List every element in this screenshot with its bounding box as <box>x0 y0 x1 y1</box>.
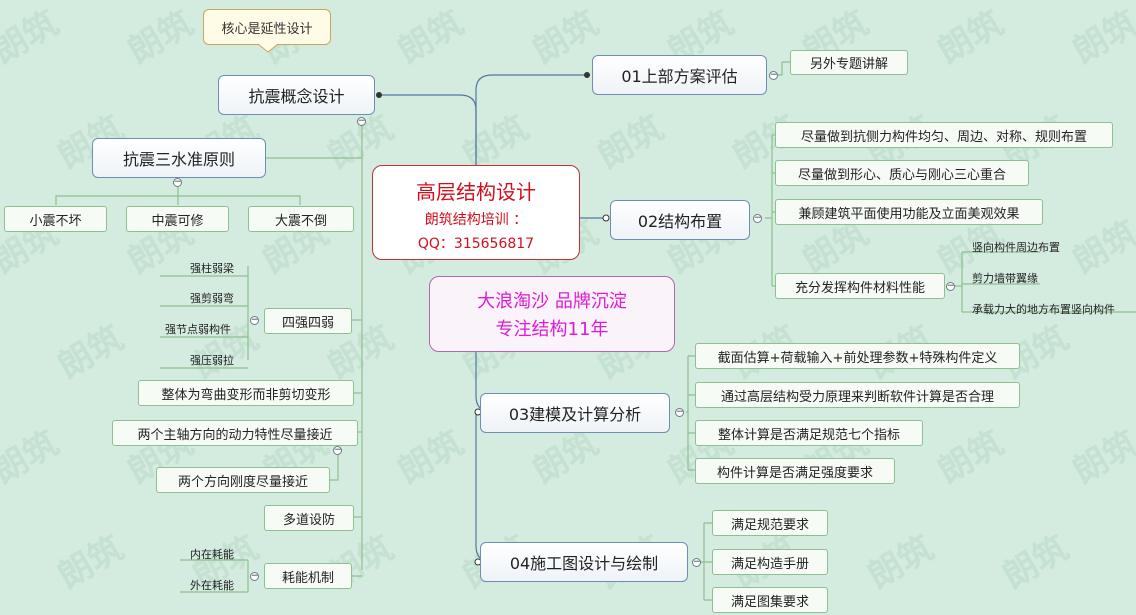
leaf-principle-check[interactable]: 通过高层结构受力原理来判断软件计算是否合理 <box>695 382 1020 408</box>
collapse-toggle-icon[interactable]: − <box>946 281 955 291</box>
leaf-moderate-quake[interactable]: 中震可修 <box>126 206 229 232</box>
connector <box>330 450 339 481</box>
topic-01-scheme[interactable]: 01上部方案评估 <box>592 55 767 95</box>
leaf-four-strong[interactable]: 四强四弱 <box>264 308 352 334</box>
leaf-wall-flange[interactable]: 剪力墙带翼缘 <box>972 272 1038 285</box>
leaf-strong-shear[interactable]: 强剪弱弯 <box>190 292 234 305</box>
leaf-section-estimation[interactable]: 截面估算+荷载输入+前处理参数+特殊构件定义 <box>695 343 1020 369</box>
leaf-vertical-perimeter[interactable]: 竖向构件周边布置 <box>972 241 1060 254</box>
leaf-material-performance[interactable]: 充分发挥构件材料性能 <box>775 273 945 299</box>
leaf-separate-topic[interactable]: 另外专题讲解 <box>790 50 908 75</box>
central-subtitle: 朗筑结构培训 ： <box>424 212 528 228</box>
leaf-two-stiffness[interactable]: 两个方向刚度尽量接近 <box>156 467 330 493</box>
collapse-toggle-icon[interactable]: − <box>173 177 182 187</box>
leaf-energy[interactable]: 耗能机制 <box>264 563 352 589</box>
leaf-high-capacity[interactable]: 承载力大的地方布置竖向构件 <box>972 303 1115 316</box>
collapse-toggle-icon[interactable]: − <box>769 70 778 80</box>
leaf-architecture[interactable]: 兼顾建筑平面使用功能及立面美观效果 <box>775 199 1043 225</box>
leaf-external-energy[interactable]: 外在耗能 <box>190 579 234 592</box>
topic-03-analysis[interactable]: 03建模及计算分析 <box>480 393 670 433</box>
leaf-overall-bending[interactable]: 整体为弯曲变形而非剪切变形 <box>138 380 354 406</box>
connector <box>160 266 249 369</box>
leaf-construction-manual[interactable]: 满足构造手册 <box>712 549 828 575</box>
connector-dot <box>376 92 382 98</box>
connector <box>475 412 493 563</box>
slogan-line-2: 专注结构11年 <box>495 319 609 340</box>
leaf-uniform-layout[interactable]: 尽量做到抗侧力构件均匀、周边、对称、规则布置 <box>775 122 1113 148</box>
leaf-strength-check[interactable]: 构件计算是否满足强度要求 <box>695 458 895 484</box>
slogan-box[interactable]: 大浪淘沙 品牌沉淀 专注结构11年 <box>429 276 675 352</box>
leaf-three-centers[interactable]: 尽量做到形心、质心与刚心三心重合 <box>775 160 1029 186</box>
topic-02-layout[interactable]: 02结构布置 <box>610 200 750 240</box>
leaf-strong-joint[interactable]: 强节点弱构件 <box>165 323 231 336</box>
topic-04-drawing[interactable]: 04施工图设计与绘制 <box>480 542 688 582</box>
leaf-internal-energy[interactable]: 内在耗能 <box>190 548 234 561</box>
leaf-strong-compression[interactable]: 强压弱拉 <box>190 354 234 367</box>
connector <box>775 61 790 76</box>
collapse-toggle-icon[interactable]: − <box>250 571 259 581</box>
central-topic[interactable]: 高层结构设计 朗筑结构培训 ： QQ：315656817 <box>372 165 580 260</box>
collapse-toggle-icon[interactable]: − <box>333 445 342 455</box>
leaf-minor-quake[interactable]: 小震不坏 <box>4 206 107 232</box>
slogan-line-1: 大浪淘沙 品牌沉淀 <box>477 291 627 312</box>
central-title: 高层结构设计 <box>416 180 536 204</box>
collapse-toggle-icon[interactable]: − <box>692 557 701 567</box>
leaf-major-quake[interactable]: 大震不倒 <box>248 206 354 232</box>
connector <box>180 559 249 593</box>
leaf-multi-defense[interactable]: 多道设防 <box>264 505 354 531</box>
leaf-atlas-requirement[interactable]: 满足图集要求 <box>712 587 828 613</box>
connector <box>765 134 775 287</box>
connector <box>686 355 695 471</box>
connector-dot <box>602 214 610 222</box>
leaf-strong-column[interactable]: 强柱弱梁 <box>190 262 234 275</box>
topic-seismic-concept[interactable]: 抗震概念设计 <box>218 75 375 115</box>
connector <box>475 74 590 165</box>
central-qq: QQ：315656817 <box>417 236 535 252</box>
collapse-toggle-icon[interactable]: − <box>753 213 762 223</box>
connector-dot <box>584 72 590 78</box>
leaf-two-axes[interactable]: 两个主轴方向的动力特性尽量接近 <box>112 420 358 446</box>
leaf-code-requirement[interactable]: 满足规范要求 <box>712 510 828 536</box>
collapse-toggle-icon[interactable]: − <box>357 116 366 126</box>
collapse-toggle-icon[interactable]: − <box>250 315 259 325</box>
topic-three-level[interactable]: 抗震三水准原则 <box>92 138 266 178</box>
collapse-toggle-icon[interactable]: − <box>675 407 684 417</box>
callout-note[interactable]: 核心是延性设计 <box>203 9 331 45</box>
leaf-seven-indicators[interactable]: 整体计算是否满足规范七个指标 <box>695 420 923 446</box>
